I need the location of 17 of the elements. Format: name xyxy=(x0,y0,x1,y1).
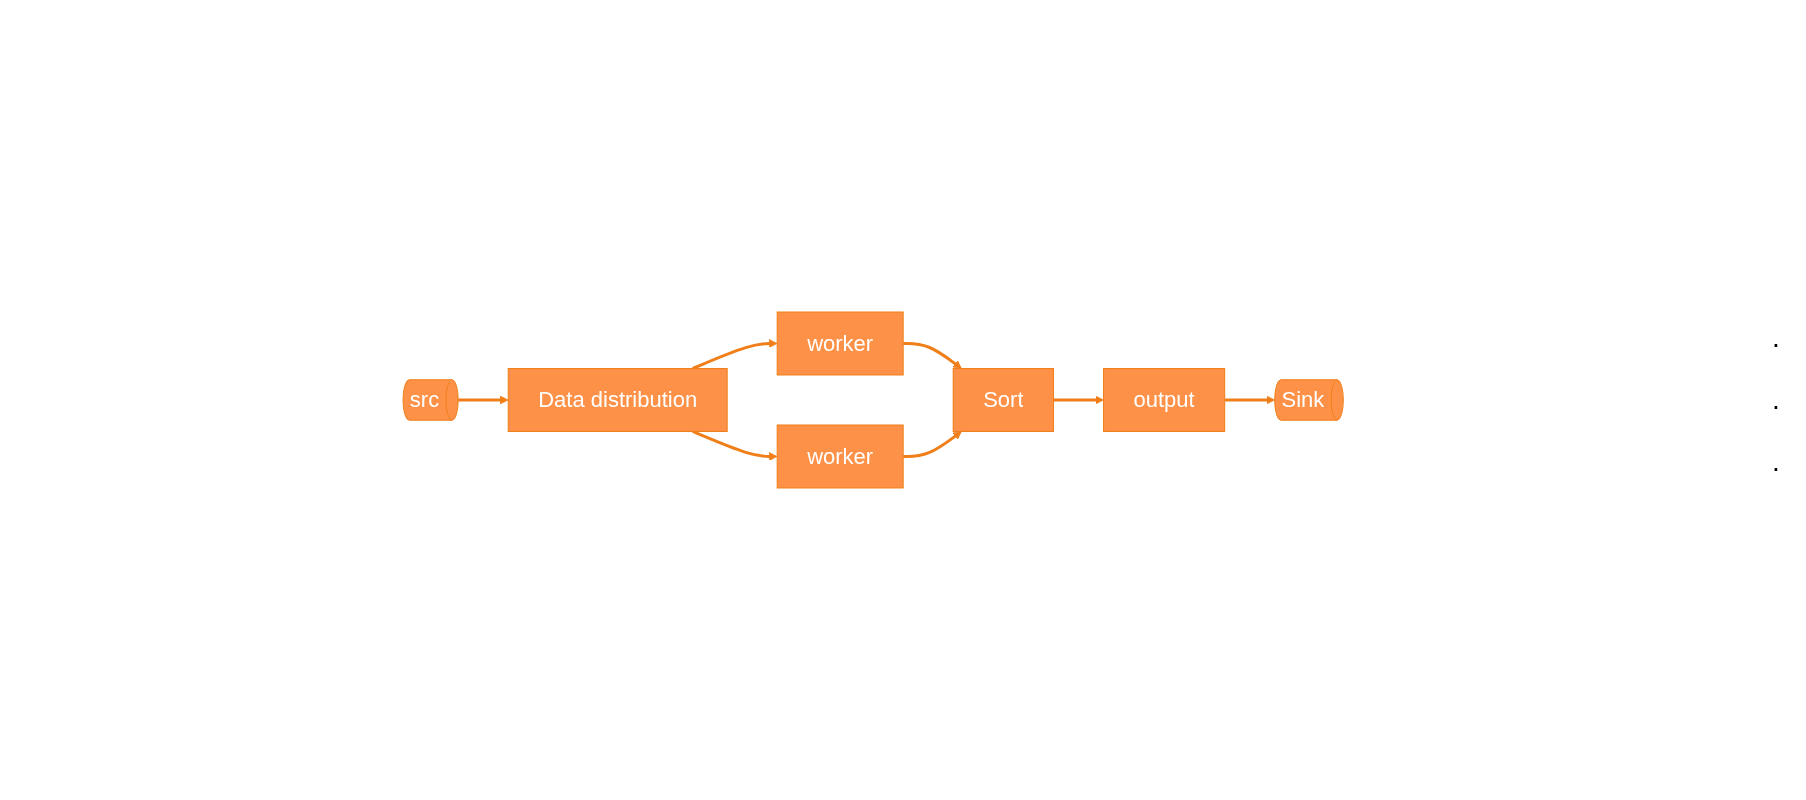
node-text: src xyxy=(409,387,439,413)
arrow xyxy=(691,339,778,370)
arrow xyxy=(1053,395,1104,405)
node-text: Sink xyxy=(1281,387,1325,413)
arrow xyxy=(903,342,962,369)
arrow xyxy=(458,395,509,405)
node-box: worker xyxy=(776,424,904,489)
node-box: worker xyxy=(776,311,904,376)
ellipsis-dot: . xyxy=(1772,446,1780,478)
node-box: Data distribution xyxy=(507,368,728,432)
arrow xyxy=(903,431,962,458)
arrow xyxy=(691,430,778,461)
arrow xyxy=(1224,395,1275,405)
node-box: Sort xyxy=(952,368,1054,432)
node-box: output xyxy=(1102,368,1225,432)
ellipsis-dot: . xyxy=(1772,322,1780,354)
ellipsis-dot: . xyxy=(1772,384,1780,416)
